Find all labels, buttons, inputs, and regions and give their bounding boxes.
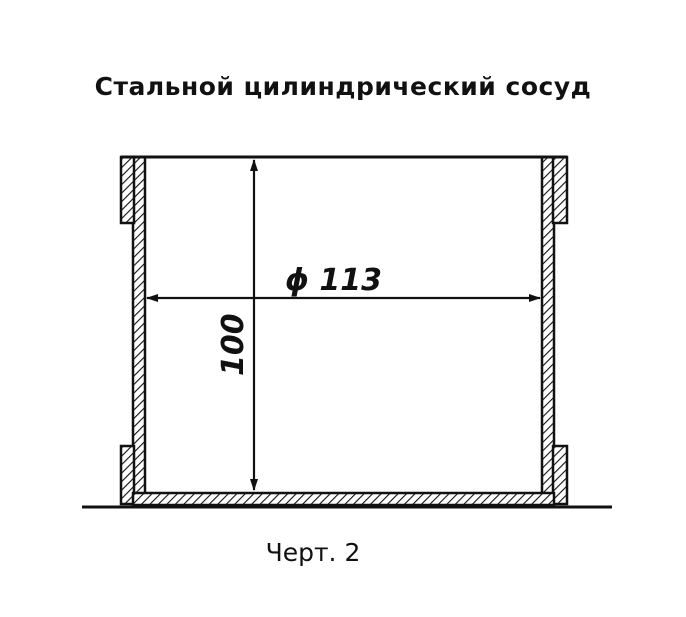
figure-caption: Черт. 2 bbox=[265, 538, 361, 567]
drawing-title: Стальной цилиндрический сосуд bbox=[94, 72, 592, 101]
left-bottom-ring bbox=[119, 444, 136, 506]
height-label: 100 bbox=[216, 313, 251, 376]
bottom-plate bbox=[131, 491, 556, 507]
left-top-ring bbox=[119, 155, 136, 225]
right-bottom-ring bbox=[551, 444, 569, 506]
right-top-ring bbox=[551, 155, 569, 225]
diameter-label: ϕ 113 bbox=[285, 263, 382, 298]
